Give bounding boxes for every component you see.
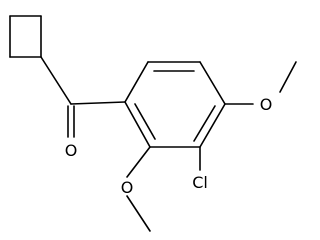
ring-bond-4 [199, 103, 226, 148]
chemical-structure-diagram: O O Cl O [9, 15, 297, 232]
bond-methoxy1-methyl [279, 61, 297, 93]
atom-label-methoxy-oxygen-2: O [121, 178, 134, 197]
bond-cyclobutyl-carbonyl [40, 56, 72, 105]
ring-bond-6 [124, 101, 151, 148]
ring-bond-3 [199, 61, 226, 105]
bond-methoxy2-methyl [126, 195, 151, 232]
bond-ring-methoxy2-o [126, 146, 151, 178]
bond-carbonyl-aryl [70, 101, 126, 105]
benzene-ring [124, 61, 226, 148]
atom-label-chlorine: Cl [192, 173, 208, 192]
ring-inner-bond-left [134, 103, 156, 140]
ring-bond-1 [124, 61, 149, 103]
cyclobutyl-ring [9, 15, 42, 58]
carbonyl-double-bond [67, 105, 75, 138]
atom-label-carbonyl-oxygen: O [65, 141, 78, 160]
ring-inner-bond-right [193, 105, 216, 142]
atom-label-methoxy-oxygen-1: O [260, 95, 273, 114]
